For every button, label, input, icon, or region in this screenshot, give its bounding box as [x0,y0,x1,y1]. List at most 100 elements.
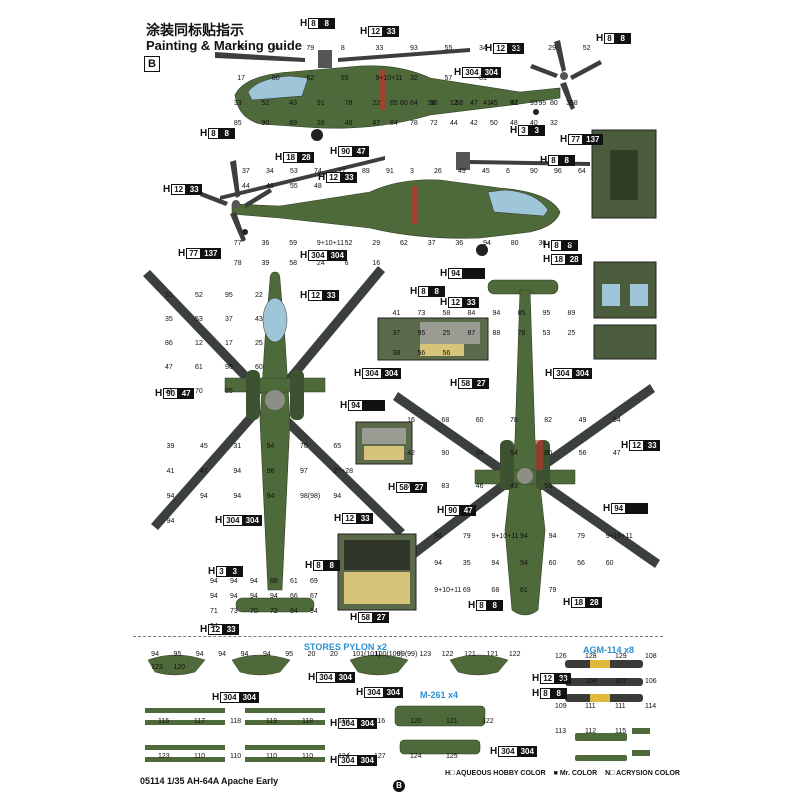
part-number: 97 [300,467,308,475]
part-number: 47 [165,364,173,371]
part-number: 17 [237,75,246,82]
inset-detail [610,150,638,200]
part-number: 89 [567,310,576,317]
inset-engine [420,322,480,344]
engine-nacelle [246,370,260,420]
part-number: 93 [410,45,418,52]
part-number: 42 [470,120,478,127]
sheet-badge-footer: B [393,780,405,792]
rail-part [145,720,225,725]
part-number: 94 [434,533,443,541]
part-number: 53 [290,167,298,175]
part-number: 31 [513,45,522,52]
part-number: 52 [261,100,270,107]
part-number: 94 [218,651,227,659]
part-number: 64 [410,100,418,107]
rotor-blade [338,48,470,62]
inset-box [364,446,404,460]
part-number: 94 [230,592,238,600]
part-number: 78 [233,260,242,267]
part-number: 44 [450,120,458,127]
part-number: 47 [372,120,381,127]
rotor-blade [220,156,385,200]
part-number: 110 [230,752,242,760]
part-number: 95 [285,651,294,659]
part-number: 3 [410,167,414,175]
part-number: 32 [410,75,418,82]
part-number: 110 [194,752,206,760]
sheet-letter-badge: B [144,56,160,72]
part-number: 9+10+11 [491,533,519,541]
part-number: 78 [344,100,353,107]
part-number: 25 [255,340,263,347]
part-number: 55 [340,75,349,82]
part-number: 114 [645,702,657,710]
part-number: 94 [520,560,528,567]
part-number: 94 [195,651,204,659]
part-number: 42 [407,450,415,457]
launcher-rail [575,733,627,741]
part-number: 91 [386,167,394,175]
part-number: 56 [578,450,587,457]
part-number: 116 [374,717,386,725]
part-number: 36 [271,45,280,52]
launcher-rail [575,755,627,761]
rail-part [245,720,325,725]
canopy [247,75,309,101]
detail-insets [337,129,657,611]
rotor-hub [265,390,285,410]
part-number: 73 [230,607,238,615]
part-number: 106 [645,677,657,685]
part-number: 89 [289,120,298,127]
part-number: 40 [530,120,538,127]
pylon-part [449,654,509,676]
part-number: 86 [165,340,173,347]
part-number: 119 [266,717,278,725]
engine-nacelle [290,370,304,420]
part-number: 69 [462,586,471,594]
part-number: 62 [306,75,315,82]
part-number: 94 [230,577,238,585]
part-number: 47 [510,100,519,107]
part-number: 126 [555,652,567,660]
part-number: 111 [585,702,596,710]
part-number: 98(98) [300,492,321,500]
part-number: 94 [250,592,258,600]
part-number: 53 [195,316,203,323]
part-number: 35 [566,100,574,107]
part-number: 95 [542,310,551,317]
canopy [262,297,288,343]
part-number: 110 [266,752,278,760]
part-number: 41 [483,100,491,107]
part-number: 34 [475,450,484,457]
part-number: 52 [582,45,591,52]
part-number: 94 [520,533,528,541]
part-number: 78 [410,120,418,127]
stores-parts [145,654,650,762]
part-number: 124 [410,752,422,760]
part-number: 96 [266,467,275,475]
part-number: 68 [491,586,500,594]
part-number: 34 [165,388,173,395]
rotor-blade [395,482,505,570]
part-number: 9+10+11 [605,533,633,541]
part-number: 52 [195,292,203,299]
missile-band [590,694,610,702]
part-number: 123 [419,651,432,659]
part-number: 16 [372,260,381,267]
part-number: 55 [544,483,553,491]
part-number: 116 [158,717,170,725]
rotor-blade [275,410,405,536]
part-number: 92 [237,45,246,52]
part-number: 110 [302,752,314,760]
part-number: 35 [462,560,471,567]
